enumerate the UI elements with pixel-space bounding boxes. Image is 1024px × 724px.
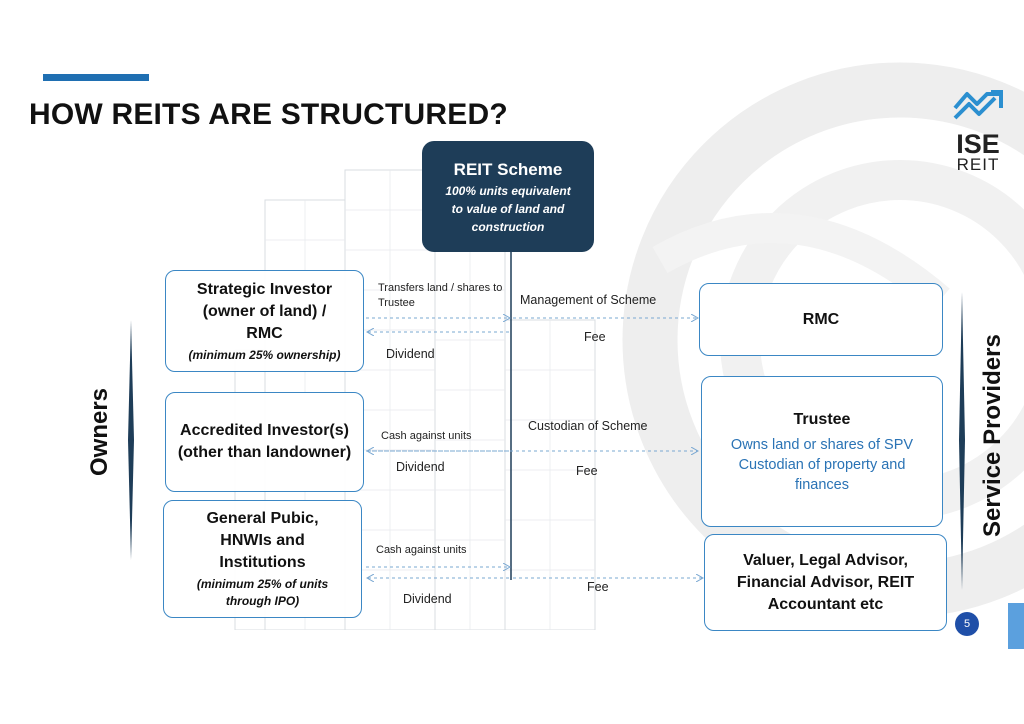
owner-note: (minimum 25% ownership) [188, 347, 341, 362]
scheme-subtitle: 100% units equivalent to value of land a… [445, 183, 571, 234]
flow-label-fee: Fee [587, 580, 609, 594]
title-accent-bar [43, 74, 149, 81]
flow-label-dividend: Dividend [403, 592, 452, 606]
owner-name: General Pubic, HNWIs and Institutions [206, 510, 319, 571]
flow-label-transfers: Transfers land / shares to Trustee [378, 282, 503, 309]
flow-label-custodian: Custodian of Scheme [528, 419, 648, 433]
providers-bracket [959, 292, 965, 590]
owner-box-general-public: General Pubic, HNWIs and Institutions (m… [163, 500, 362, 618]
owner-note: (minimum 25% of units through IPO) [196, 577, 329, 608]
flow-label-dividend: Dividend [386, 347, 435, 361]
provider-box-advisors: Valuer, Legal Advisor, Financial Advisor… [704, 534, 947, 631]
provider-name: RMC [802, 310, 840, 328]
owner-name: Strategic Investor (owner of land) / RMC [196, 280, 333, 342]
provider-box-trustee: Trustee Owns land or shares of SPV Custo… [701, 376, 943, 527]
scheme-title: REIT Scheme [453, 159, 563, 179]
trustee-detail: Owns land or shares of SPV Custodian of … [730, 436, 914, 493]
owners-label: Owners [86, 387, 113, 477]
provider-box-rmc: RMC [699, 283, 943, 356]
logo-word: ISE [956, 129, 1000, 159]
provider-name: Valuer, Legal Advisor, Financial Advisor… [736, 551, 915, 613]
flow-label-management: Management of Scheme [520, 293, 657, 307]
service-providers-label: Service Providers [979, 334, 1006, 537]
owner-name: Accredited Investor(s) (other than lando… [177, 422, 352, 461]
ise-reit-logo: ISE REIT [948, 88, 1008, 178]
provider-name: Trustee [793, 410, 851, 428]
owner-box-accredited-investor: Accredited Investor(s) (other than lando… [165, 392, 364, 492]
logo-arrows-icon [953, 90, 1003, 120]
owner-box-strategic-investor: Strategic Investor (owner of land) / RMC… [165, 270, 364, 372]
flow-label-cash: Cash against units [381, 430, 472, 442]
reit-scheme-box: REIT Scheme 100% units equivalent to val… [422, 141, 594, 252]
flow-label-fee: Fee [584, 330, 606, 344]
flow-label-dividend: Dividend [396, 460, 445, 474]
owners-bracket [128, 320, 134, 560]
logo-sub: REIT [956, 155, 1000, 174]
flow-label-cash: Cash against units [376, 544, 467, 556]
flow-label-fee: Fee [576, 464, 598, 478]
side-tab-decoration [1008, 603, 1024, 649]
page-title: HOW REITS ARE STRUCTURED? [29, 98, 508, 131]
page-number-badge: 5 [955, 612, 979, 636]
